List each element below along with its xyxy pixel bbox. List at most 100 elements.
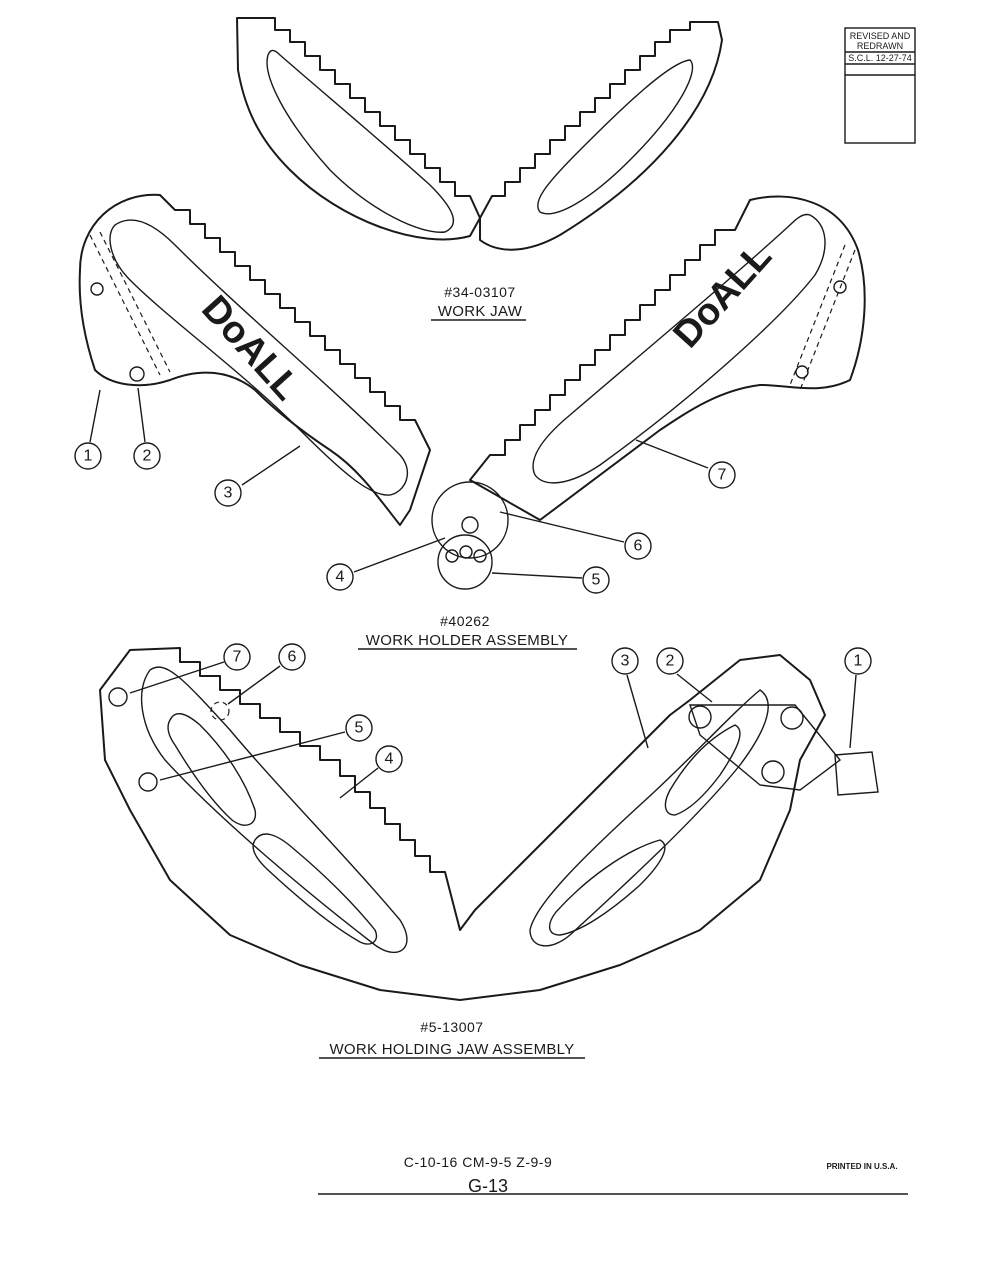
work-holder-left-arm: [78, 193, 431, 526]
callout-circle: [708, 461, 736, 489]
brand-logo-left: DoALL: [193, 288, 308, 409]
work-holder-base: [437, 534, 493, 590]
callout-circle: [74, 442, 102, 470]
work-jaw-left-slot: [266, 49, 455, 233]
callout-circle: [582, 566, 610, 594]
work-holding-jaw-part-number: #5-13007: [420, 1019, 483, 1035]
callout-number: 7: [233, 649, 242, 666]
leader-line: [635, 439, 709, 469]
callout-number: 3: [621, 653, 630, 670]
work-holding-jaw-right-window: [664, 724, 741, 816]
right-hinge-screw: [833, 280, 847, 294]
work-holder-callouts: 1 2 3 4 5 6 7: [74, 387, 736, 594]
work-jaw-caption: WORK JAW: [438, 303, 523, 320]
work-holding-jaw-left-window-2: [252, 833, 378, 945]
printed-in-usa: PRINTED IN U.S.A.: [826, 1162, 897, 1171]
callout-number: 5: [592, 572, 601, 589]
callout-circle: [345, 714, 373, 742]
callout-circle: [844, 647, 872, 675]
work-holding-jaw-body: [99, 647, 826, 1001]
clamp-knob: [834, 751, 879, 796]
callout-number: 1: [84, 448, 93, 465]
work-holding-jaw-caption: WORK HOLDING JAW ASSEMBLY: [329, 1041, 574, 1058]
leader-line: [241, 445, 301, 486]
work-holder-hub: [431, 481, 509, 559]
work-jaw-left-arm: [236, 17, 481, 241]
leader-line: [849, 674, 857, 749]
clamp-plate: [689, 704, 842, 791]
work-holder-left-hinge: [99, 231, 171, 373]
leader-line: [137, 387, 146, 443]
leader-line: [89, 389, 101, 443]
leader-line: [491, 572, 583, 579]
revision-box: REVISED AND REDRAWN S.C.L. 12-27-74: [844, 27, 916, 144]
work-jaw-part-number: #34-03107: [444, 284, 515, 300]
leader-line: [626, 674, 649, 749]
leader-line: [676, 673, 713, 703]
work-holding-jaw-right-slot: [529, 689, 769, 947]
callout-number: 2: [666, 653, 675, 670]
callout-circle: [624, 532, 652, 560]
work-holding-jaw-drawing: 7 6 5 4 3 2 1 #5-13007 WORK HOLDING JAW …: [99, 643, 879, 1059]
work-holder-right-slot: [532, 213, 826, 484]
jaw-screw: [138, 772, 158, 792]
jaw-screw: [108, 687, 128, 707]
footer: C-10-16 CM-9-5 Z-9-9 G-13 PRINTED IN U.S…: [318, 1154, 908, 1196]
callout-number: 2: [143, 448, 152, 465]
callout-number: 3: [224, 485, 233, 502]
revision-box-frame: [844, 27, 916, 144]
work-holder-left-slot: [109, 219, 409, 496]
callout-circle: [223, 643, 251, 671]
callout-number: 6: [634, 538, 643, 555]
work-holder-part-number: #40262: [440, 613, 490, 629]
work-jaw-right-slot: [537, 59, 694, 215]
clamp-screw: [761, 760, 785, 784]
callout-circle: [656, 647, 684, 675]
work-holding-jaw-left-window: [167, 713, 257, 826]
work-holding-jaw-left-slot: [140, 666, 408, 954]
hub-pin: [461, 516, 479, 534]
clamp-screw: [688, 705, 712, 729]
callout-circle: [133, 442, 161, 470]
left-hinge-screw: [90, 282, 104, 296]
callout-circle: [214, 479, 242, 507]
leader-line: [353, 537, 446, 573]
callout-number: 7: [718, 467, 727, 484]
leader-line: [499, 511, 625, 543]
clamp-screw: [780, 706, 804, 730]
work-holding-jaw-right-window-2: [549, 839, 666, 936]
work-holder-caption: WORK HOLDER ASSEMBLY: [366, 632, 568, 649]
callout-number: 4: [336, 569, 345, 586]
leader-line: [339, 767, 379, 799]
callout-number: 6: [288, 649, 297, 666]
brand-logo-right: DoALL: [665, 235, 780, 356]
work-holder-right-hinge: [789, 244, 846, 386]
callout-circle: [326, 563, 354, 591]
callout-number: 1: [854, 653, 863, 670]
work-jaw-drawing: #34-03107 WORK JAW: [236, 17, 723, 321]
work-holder-left-hinge: [89, 234, 161, 376]
work-jaw-right-arm: [479, 21, 723, 251]
leader-line: [227, 665, 281, 705]
base-screw: [459, 545, 473, 559]
revision-line-2: REDRAWN: [857, 41, 903, 51]
callout-circle: [278, 643, 306, 671]
revision-line-1: REVISED AND: [850, 31, 911, 41]
callout-circle: [611, 647, 639, 675]
work-holder-right-arm: [469, 195, 866, 521]
page-number: G-13: [468, 1176, 508, 1196]
left-pivot-screw: [129, 366, 145, 382]
base-screw: [473, 549, 487, 563]
work-holding-jaw-callouts: 7 6 5 4 3 2 1: [129, 643, 872, 799]
base-screw: [445, 549, 459, 563]
jaw-set-screw: [210, 701, 230, 721]
callout-number: 4: [385, 751, 394, 768]
callout-number: 5: [355, 720, 364, 737]
work-holder-drawing: DoALL DoALL 1 2 3 4: [74, 193, 866, 650]
footer-codes: C-10-16 CM-9-5 Z-9-9: [404, 1154, 552, 1170]
work-holder-right-hinge: [799, 249, 856, 391]
revision-line-3: S.C.L. 12-27-74: [848, 53, 912, 63]
callout-circle: [375, 745, 403, 773]
leader-line: [129, 661, 225, 694]
